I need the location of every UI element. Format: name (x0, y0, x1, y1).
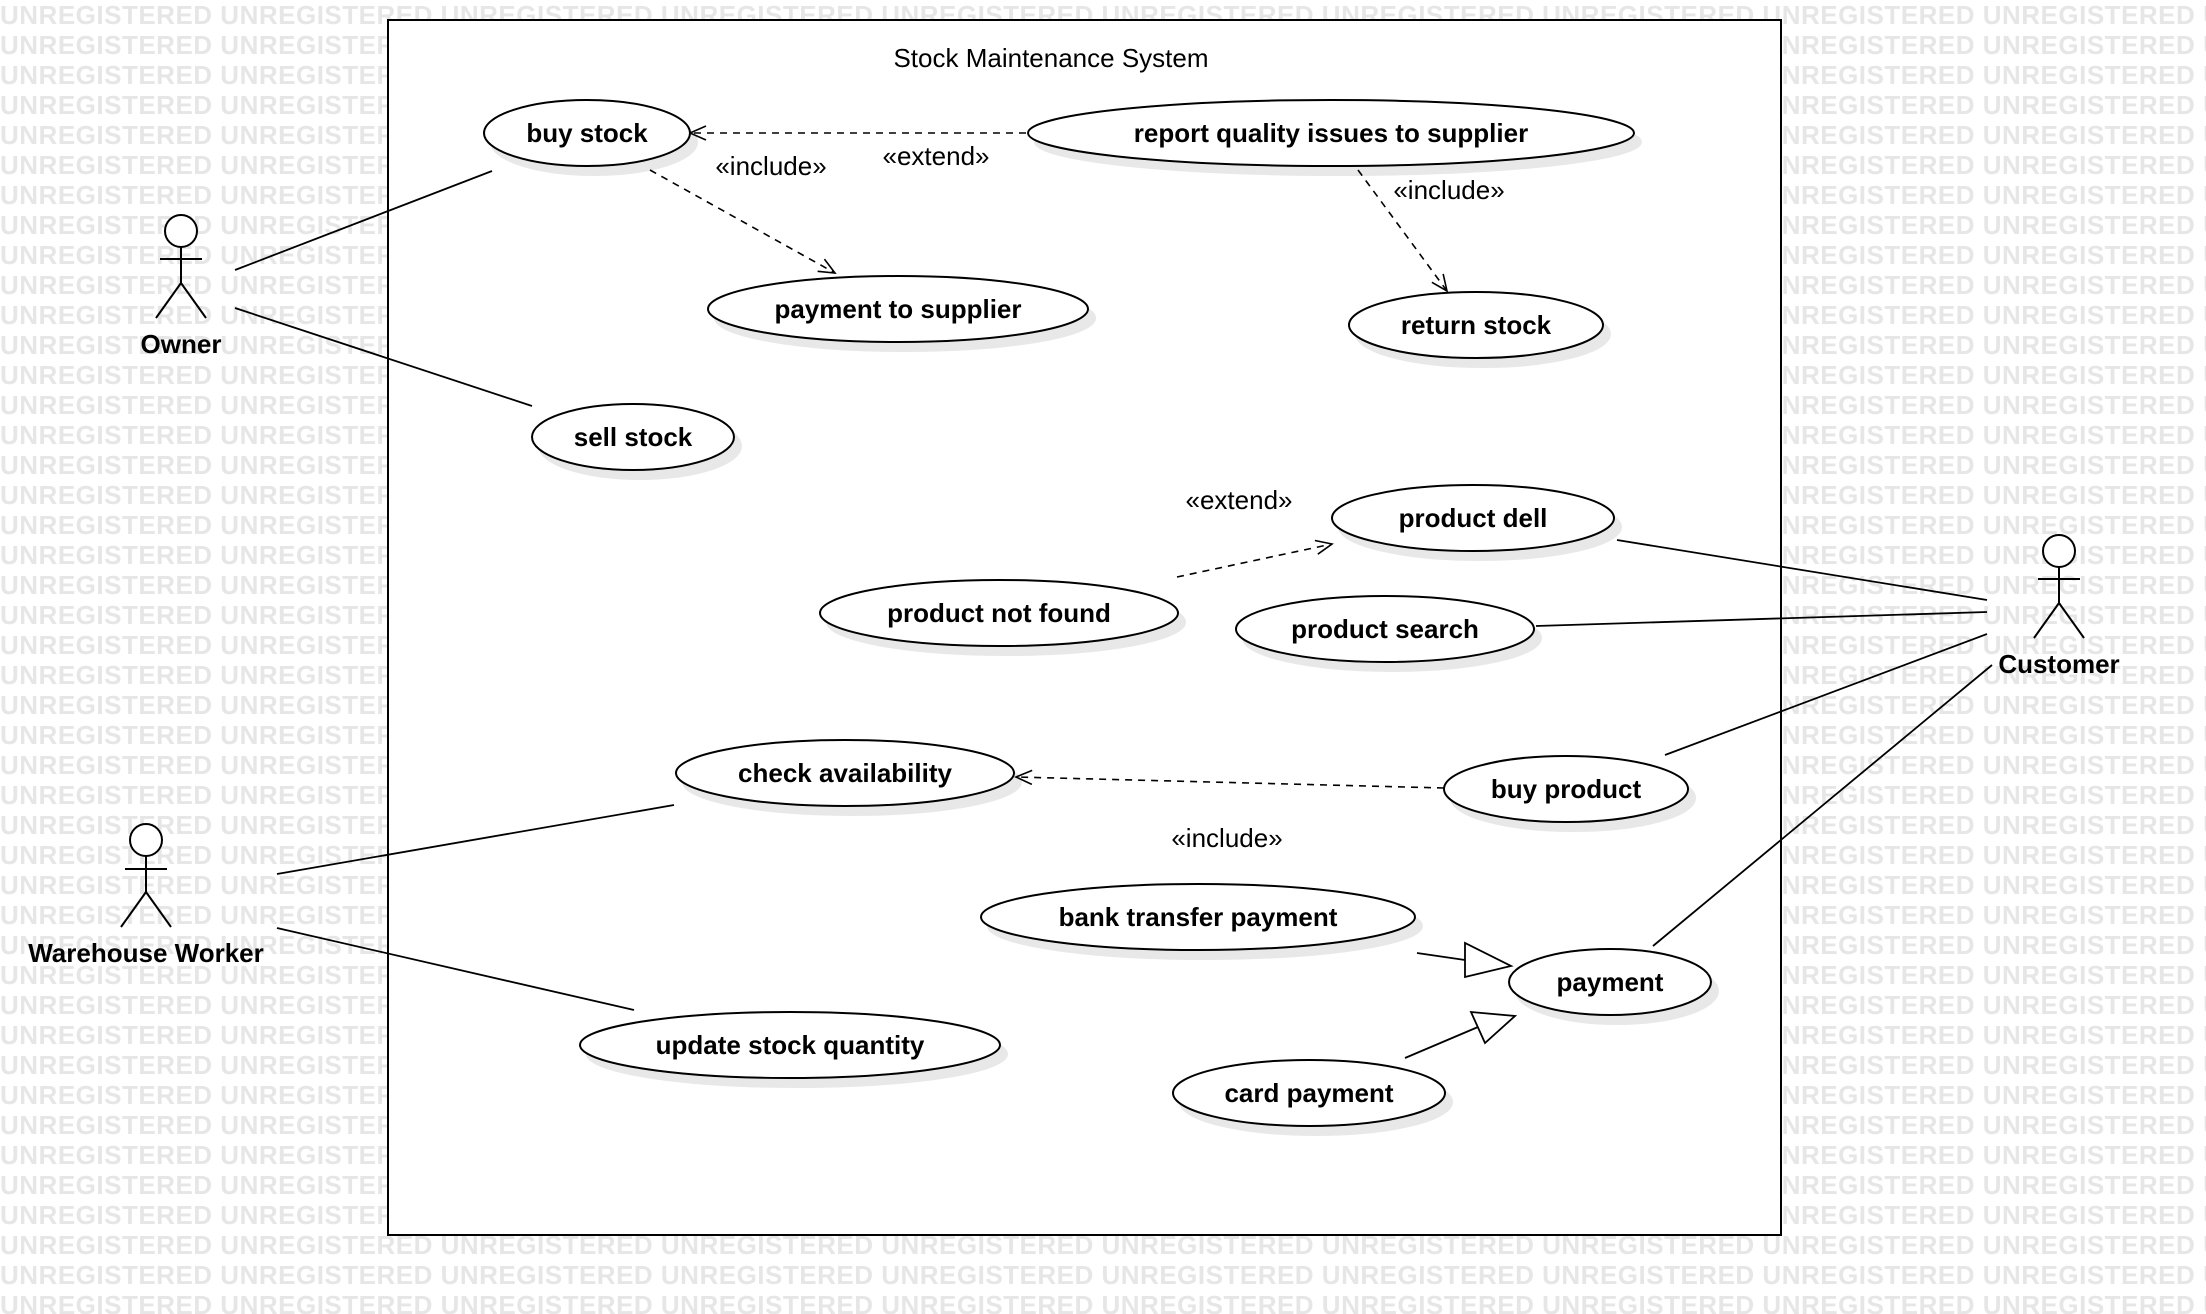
actor-label-customer: Customer (1998, 649, 2119, 679)
use-case-product-not-found[interactable]: product not found (819, 579, 1179, 647)
generalization-card-payment-arrowhead (1469, 1010, 1518, 1045)
use-case-label: sell stock (574, 422, 693, 452)
use-case-sell-stock[interactable]: sell stock (531, 403, 735, 471)
use-case-bank-transfer[interactable]: bank transfer payment (980, 883, 1416, 951)
actor-label-warehouse-worker: Warehouse Worker (28, 938, 264, 968)
association-customer-product-dell (1616, 539, 1988, 601)
use-case-report-quality[interactable]: report quality issues to supplier (1027, 99, 1635, 167)
watermark-row: UNREGISTERED UNREGISTERED UNREGISTERED U… (0, 1260, 2206, 1290)
stereotype-label: «extend» (1186, 485, 1293, 515)
use-case-label: update stock quantity (656, 1030, 925, 1060)
dependency-extend-notfound-dell (1176, 539, 1334, 578)
association-customer-payment (1652, 664, 1993, 947)
use-case-update-stock[interactable]: update stock quantity (579, 1011, 1001, 1079)
association-owner-buy-stock (234, 170, 493, 271)
generalization-card-payment-line (1404, 1026, 1479, 1059)
generalization-bank-transfer-arrowhead (1464, 941, 1514, 979)
use-case-label: return stock (1401, 310, 1552, 340)
system-title: Stock Maintenance System (893, 43, 1208, 73)
actor-warehouse-worker[interactable] (120, 823, 172, 928)
use-case-label: product search (1291, 614, 1479, 644)
stereotype-label: «include» (715, 151, 826, 181)
use-case-buy-stock[interactable]: buy stock (483, 99, 691, 167)
stereotype-label: «include» (1171, 823, 1282, 853)
generalization-bank-transfer-line (1416, 952, 1466, 961)
use-case-label: report quality issues to supplier (1134, 118, 1528, 148)
use-case-label: check availability (738, 758, 952, 788)
use-case-return-stock[interactable]: return stock (1348, 291, 1604, 359)
use-case-label: buy product (1491, 774, 1642, 804)
use-case-buy-product[interactable]: buy product (1443, 755, 1689, 823)
use-case-label: bank transfer payment (1059, 902, 1338, 932)
association-customer-product-search (1535, 611, 1988, 627)
dependency-include-buy-payment (649, 169, 837, 274)
stereotype-label: «include» (1393, 175, 1504, 205)
association-customer-buy-product (1664, 633, 1988, 756)
actor-label-owner: Owner (141, 329, 222, 359)
association-warehouse-check-availability (276, 804, 675, 875)
use-case-label: card payment (1224, 1078, 1393, 1108)
actor-owner[interactable] (155, 214, 207, 319)
use-case-label: product dell (1399, 503, 1548, 533)
use-case-product-search[interactable]: product search (1235, 595, 1535, 663)
use-case-product-dell[interactable]: product dell (1331, 484, 1615, 552)
association-owner-sell-stock (234, 307, 533, 407)
use-case-label: buy stock (526, 118, 648, 148)
use-case-card-payment[interactable]: card payment (1172, 1059, 1446, 1127)
actor-customer[interactable] (2033, 534, 2085, 639)
association-warehouse-update-stock (276, 927, 635, 1011)
use-case-payment[interactable]: payment (1508, 948, 1712, 1016)
stereotype-label: «extend» (883, 141, 990, 171)
use-case-label: payment (1557, 967, 1664, 997)
watermark-row: UNREGISTERED UNREGISTERED UNREGISTERED U… (0, 1290, 2206, 1314)
dependency-include-buyproduct-check (1014, 769, 1445, 789)
use-case-label: payment to supplier (774, 294, 1021, 324)
use-case-label: product not found (887, 598, 1111, 628)
use-case-check-availability[interactable]: check availability (675, 739, 1015, 807)
use-case-payment-supplier[interactable]: payment to supplier (707, 275, 1089, 343)
